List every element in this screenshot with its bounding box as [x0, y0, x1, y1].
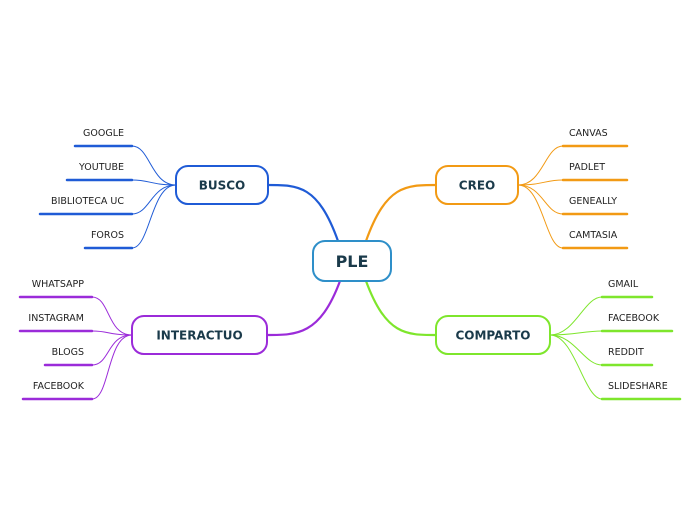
branch-node-busco[interactable]	[175, 165, 269, 205]
leaf-label-creo-0[interactable]: CANVAS	[569, 128, 608, 139]
connectors	[91, 145, 603, 400]
leaf-connector-interactuo-3	[91, 334, 133, 400]
central-node-box[interactable]	[312, 240, 392, 282]
leaf-label-busco-1[interactable]: YOUTUBE	[78, 162, 124, 173]
leaf-label-creo-1[interactable]: PADLET	[569, 162, 605, 173]
leaf-connector-creo-3	[517, 184, 564, 249]
leaf-label-creo-3[interactable]: CAMTASIA	[569, 230, 618, 241]
leaf-label-interactuo-1[interactable]: INSTAGRAM	[28, 313, 84, 324]
leaf-connector-comparto-1	[549, 330, 603, 336]
connector-creo	[364, 183, 437, 242]
leaf-connector-comparto-3	[549, 334, 603, 400]
leaf-label-comparto-0[interactable]: GMAIL	[608, 279, 639, 290]
connector-interactuo	[266, 280, 342, 337]
leaf-label-interactuo-0[interactable]: WHATSAPP	[32, 279, 85, 290]
branch-node-comparto[interactable]	[435, 315, 551, 355]
leaf-label-creo-2[interactable]: GENEALLY	[569, 196, 617, 207]
leaf-connector-interactuo-1	[91, 330, 133, 336]
leaf-connector-creo-1	[517, 179, 564, 186]
leaf-connector-creo-2	[517, 184, 564, 215]
connector-busco	[267, 183, 340, 242]
branch-label-busco: BUSCO	[199, 179, 246, 193]
branch-node-interactuo[interactable]	[131, 315, 268, 355]
leaf-connector-busco-1	[131, 179, 177, 186]
leaf-connector-busco-3	[131, 184, 177, 249]
leaf-connector-busco-0	[131, 145, 177, 186]
branch-label-interactuo: INTERACTUO	[156, 329, 242, 343]
leaf-connector-interactuo-0	[91, 296, 133, 336]
leaf-label-busco-2[interactable]: BIBLIOTECA UC	[51, 196, 124, 207]
leaf-label-comparto-3[interactable]: SLIDESHARE	[608, 381, 668, 392]
leaf-label-interactuo-3[interactable]: FACEBOOK	[33, 381, 85, 392]
leaf-connector-busco-2	[131, 184, 177, 215]
leaf-connector-comparto-0	[549, 296, 603, 336]
leaf-label-interactuo-2[interactable]: BLOGS	[52, 347, 84, 358]
leaf-label-busco-3[interactable]: FOROS	[91, 230, 124, 241]
connector-comparto	[364, 280, 437, 337]
central-node-label: PLE	[336, 252, 369, 271]
leaf-label-comparto-2[interactable]: REDDIT	[608, 347, 644, 358]
leaf-connector-creo-0	[517, 145, 564, 186]
branch-label-comparto: COMPARTO	[455, 329, 530, 343]
leaf-connector-interactuo-2	[91, 334, 133, 366]
leaves: GOOGLE YOUTUBE BIBLIOTECA UC FOROS CANVAS PAD…	[18, 128, 682, 401]
nodes: PLE BUSCO CREO INTERACTUO COMPARTO	[131, 165, 551, 355]
branch-node-creo[interactable]	[435, 165, 519, 205]
leaf-connector-comparto-2	[549, 334, 603, 366]
branch-label-creo: CREO	[459, 179, 495, 193]
leaf-label-busco-0[interactable]: GOOGLE	[83, 128, 124, 139]
leaf-label-comparto-1[interactable]: FACEBOOK	[608, 313, 660, 324]
